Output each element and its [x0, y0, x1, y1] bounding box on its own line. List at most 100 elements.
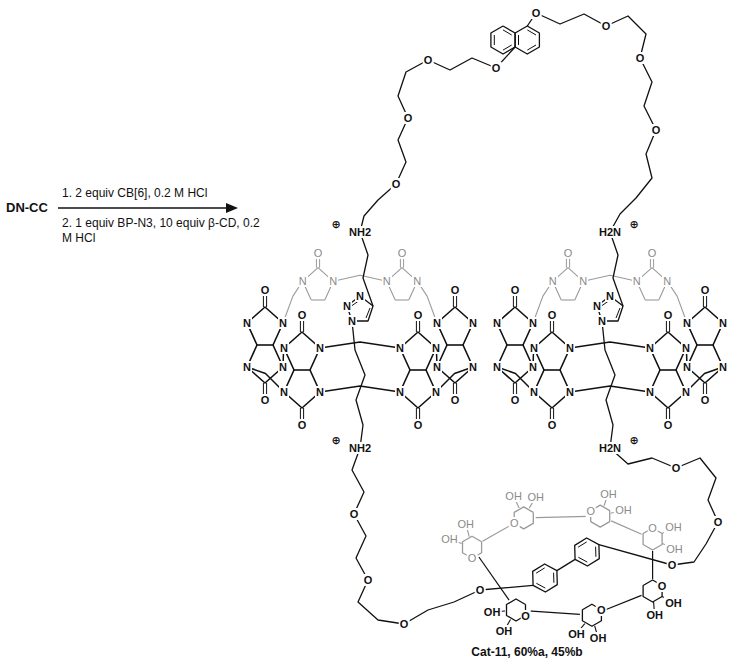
atom-label: O: [467, 552, 478, 564]
atom-label: O: [510, 284, 521, 296]
ring: [491, 26, 515, 54]
atom-label: OH: [645, 609, 664, 621]
methylene-bridge: [570, 342, 650, 348]
atom-label: N: [548, 275, 558, 287]
atom-label: OH: [440, 533, 459, 545]
atom-label: N: [315, 342, 325, 354]
atom-label: O: [509, 517, 520, 529]
atom-label: OH: [504, 490, 523, 502]
atom-label: O: [413, 309, 424, 321]
atom-label: O: [363, 574, 374, 586]
atom-label: N: [431, 386, 441, 398]
methylene-bridge: [333, 275, 386, 281]
atom-label: O: [663, 419, 674, 431]
compound-name: DN-CC: [6, 200, 48, 215]
reaction-arrow: [58, 207, 228, 208]
methylene-bridge: [583, 275, 636, 281]
product-caption: Cat-11, 60%a, 45%b: [471, 645, 582, 660]
atom-label: N: [528, 317, 538, 329]
atom-label: N: [315, 386, 325, 398]
atom-label: N: [529, 342, 539, 354]
ring-double-bond: [527, 45, 536, 50]
atom-label: N: [278, 361, 288, 373]
atom-label: O: [547, 419, 558, 431]
atom-label: N: [279, 386, 289, 398]
atom-label: N: [645, 386, 655, 398]
ring-double-bond: [553, 573, 554, 583]
atom-label: N: [718, 317, 728, 329]
glycoluril-bond: [507, 344, 523, 346]
atom-label: O: [596, 604, 607, 616]
atom-label: OH: [664, 521, 683, 533]
atom-label: OH: [589, 632, 608, 644]
glycoluril-bond: [561, 299, 575, 300]
atom-label: N: [528, 361, 538, 373]
atom-label: N: [682, 317, 692, 329]
triazole-double-bond: [366, 308, 370, 318]
atom-label: N: [605, 290, 615, 302]
reaction-condition: 1. 2 equiv CB[6], 0.2 M HCl: [62, 186, 207, 201]
atom-label: N: [565, 342, 575, 354]
atom-label: N: [529, 386, 539, 398]
atom-label: OH: [599, 488, 618, 500]
atom-label: O: [297, 419, 308, 431]
atom-label: N: [645, 342, 655, 354]
atom-label: OH: [567, 628, 586, 640]
atom-label: N: [662, 275, 672, 287]
atom-label: N: [342, 300, 352, 312]
atom-label: O: [403, 112, 414, 124]
atom-label: N: [412, 275, 422, 287]
glycoluril-bond: [294, 369, 310, 371]
atom-label: O: [700, 394, 711, 406]
ring-double-bond: [518, 35, 519, 45]
atom-label: N: [718, 361, 728, 373]
ring-double-bond: [595, 547, 596, 557]
ring-double-bond: [536, 583, 545, 588]
atom-label: N: [395, 342, 405, 354]
ring-double-bond: [578, 542, 587, 547]
atom-label: O: [391, 178, 402, 190]
atom-label: H2N: [598, 442, 622, 454]
glycoluril-bond: [447, 344, 463, 346]
atom-label: O: [510, 394, 521, 406]
atom-label: O: [450, 284, 461, 296]
ring-double-bond: [494, 35, 495, 45]
atom-label: O: [713, 516, 724, 528]
atom-label: NH2: [348, 442, 372, 454]
atom-label: N: [382, 275, 392, 287]
atom-label: N: [279, 342, 289, 354]
atom-label: OH: [483, 606, 502, 618]
methylene-bridge: [320, 342, 400, 348]
atom-label: O: [260, 284, 271, 296]
atom-label: N: [681, 386, 691, 398]
atom-label: O: [491, 62, 502, 74]
ether-chain: [599, 448, 718, 565]
atom-label: O: [651, 124, 662, 136]
atom-label: N: [468, 317, 478, 329]
glycosidic-link: [603, 595, 642, 610]
atom-label: N: [592, 300, 602, 312]
atom-label: O: [399, 618, 410, 630]
ring-double-bond: [536, 568, 545, 573]
atom-label: O: [520, 610, 531, 622]
atom-label: N: [347, 315, 357, 327]
ring-double-bond: [527, 30, 536, 35]
atom-label: N: [278, 317, 288, 329]
ether-chain: [352, 448, 533, 624]
atom-label: O: [667, 559, 678, 571]
atom-label: N: [328, 275, 338, 287]
ring: [515, 26, 539, 54]
atom-label: NH2: [348, 226, 372, 238]
atom-label: O: [450, 394, 461, 406]
atom-label: O: [475, 584, 486, 596]
atom-label: ⊕: [628, 434, 639, 446]
atom-label: ⊕: [330, 218, 341, 230]
atom-label: ⊕: [628, 218, 639, 230]
atom-label: OH: [457, 518, 476, 530]
atom-label: O: [397, 247, 408, 259]
ring-double-bond: [503, 30, 512, 35]
triazole-double-bond: [616, 308, 620, 318]
atom-label: ⊕: [330, 434, 341, 446]
